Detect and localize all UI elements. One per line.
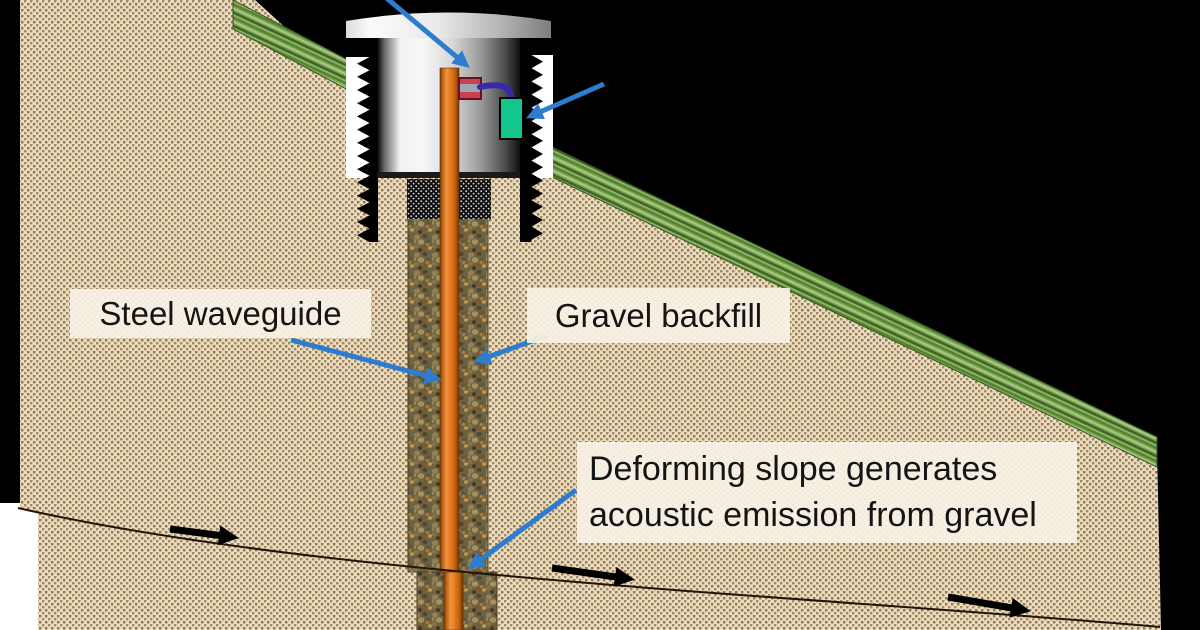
pointer-arrow-slip-icon [467, 487, 578, 570]
gravel-backfill-label-text: Gravel backfill [554, 296, 763, 334]
gravel-backfill-label: Gravel backfill [527, 288, 790, 343]
piezo-sensor-band [460, 84, 480, 92]
steel-waveguide-label: Steel waveguide [70, 289, 371, 338]
tension-gap [0, 503, 38, 630]
steel-waveguide-label-text: Steel waveguide [99, 294, 342, 332]
screw-thread-left-icon [357, 57, 378, 242]
deforming-slope-label-line1: Deforming slope generates [589, 450, 998, 488]
pointer-arrow-module-icon [525, 81, 606, 120]
sensor-housing-cap [346, 12, 551, 38]
deforming-slope-label: Deforming slope generates acoustic emiss… [577, 442, 1077, 543]
slope-movement-arrow-1-icon [169, 525, 239, 546]
pointer-arrow-sensor-icon [384, 0, 470, 68]
deforming-slope-label-line2: acoustic emission from gravel [589, 496, 1037, 534]
steel-waveguide-rod-lower [443, 571, 464, 630]
pointer-arrow-waveguide-icon [290, 337, 442, 384]
slip-surface-line [17, 507, 1161, 628]
electronics-module-green [499, 97, 524, 140]
slope-movement-arrow-2-icon [551, 564, 635, 587]
steel-waveguide-rod-upper [439, 67, 460, 573]
screw-thread-right-icon [520, 55, 543, 242]
slope-movement-arrow-3-icon [947, 593, 1031, 618]
